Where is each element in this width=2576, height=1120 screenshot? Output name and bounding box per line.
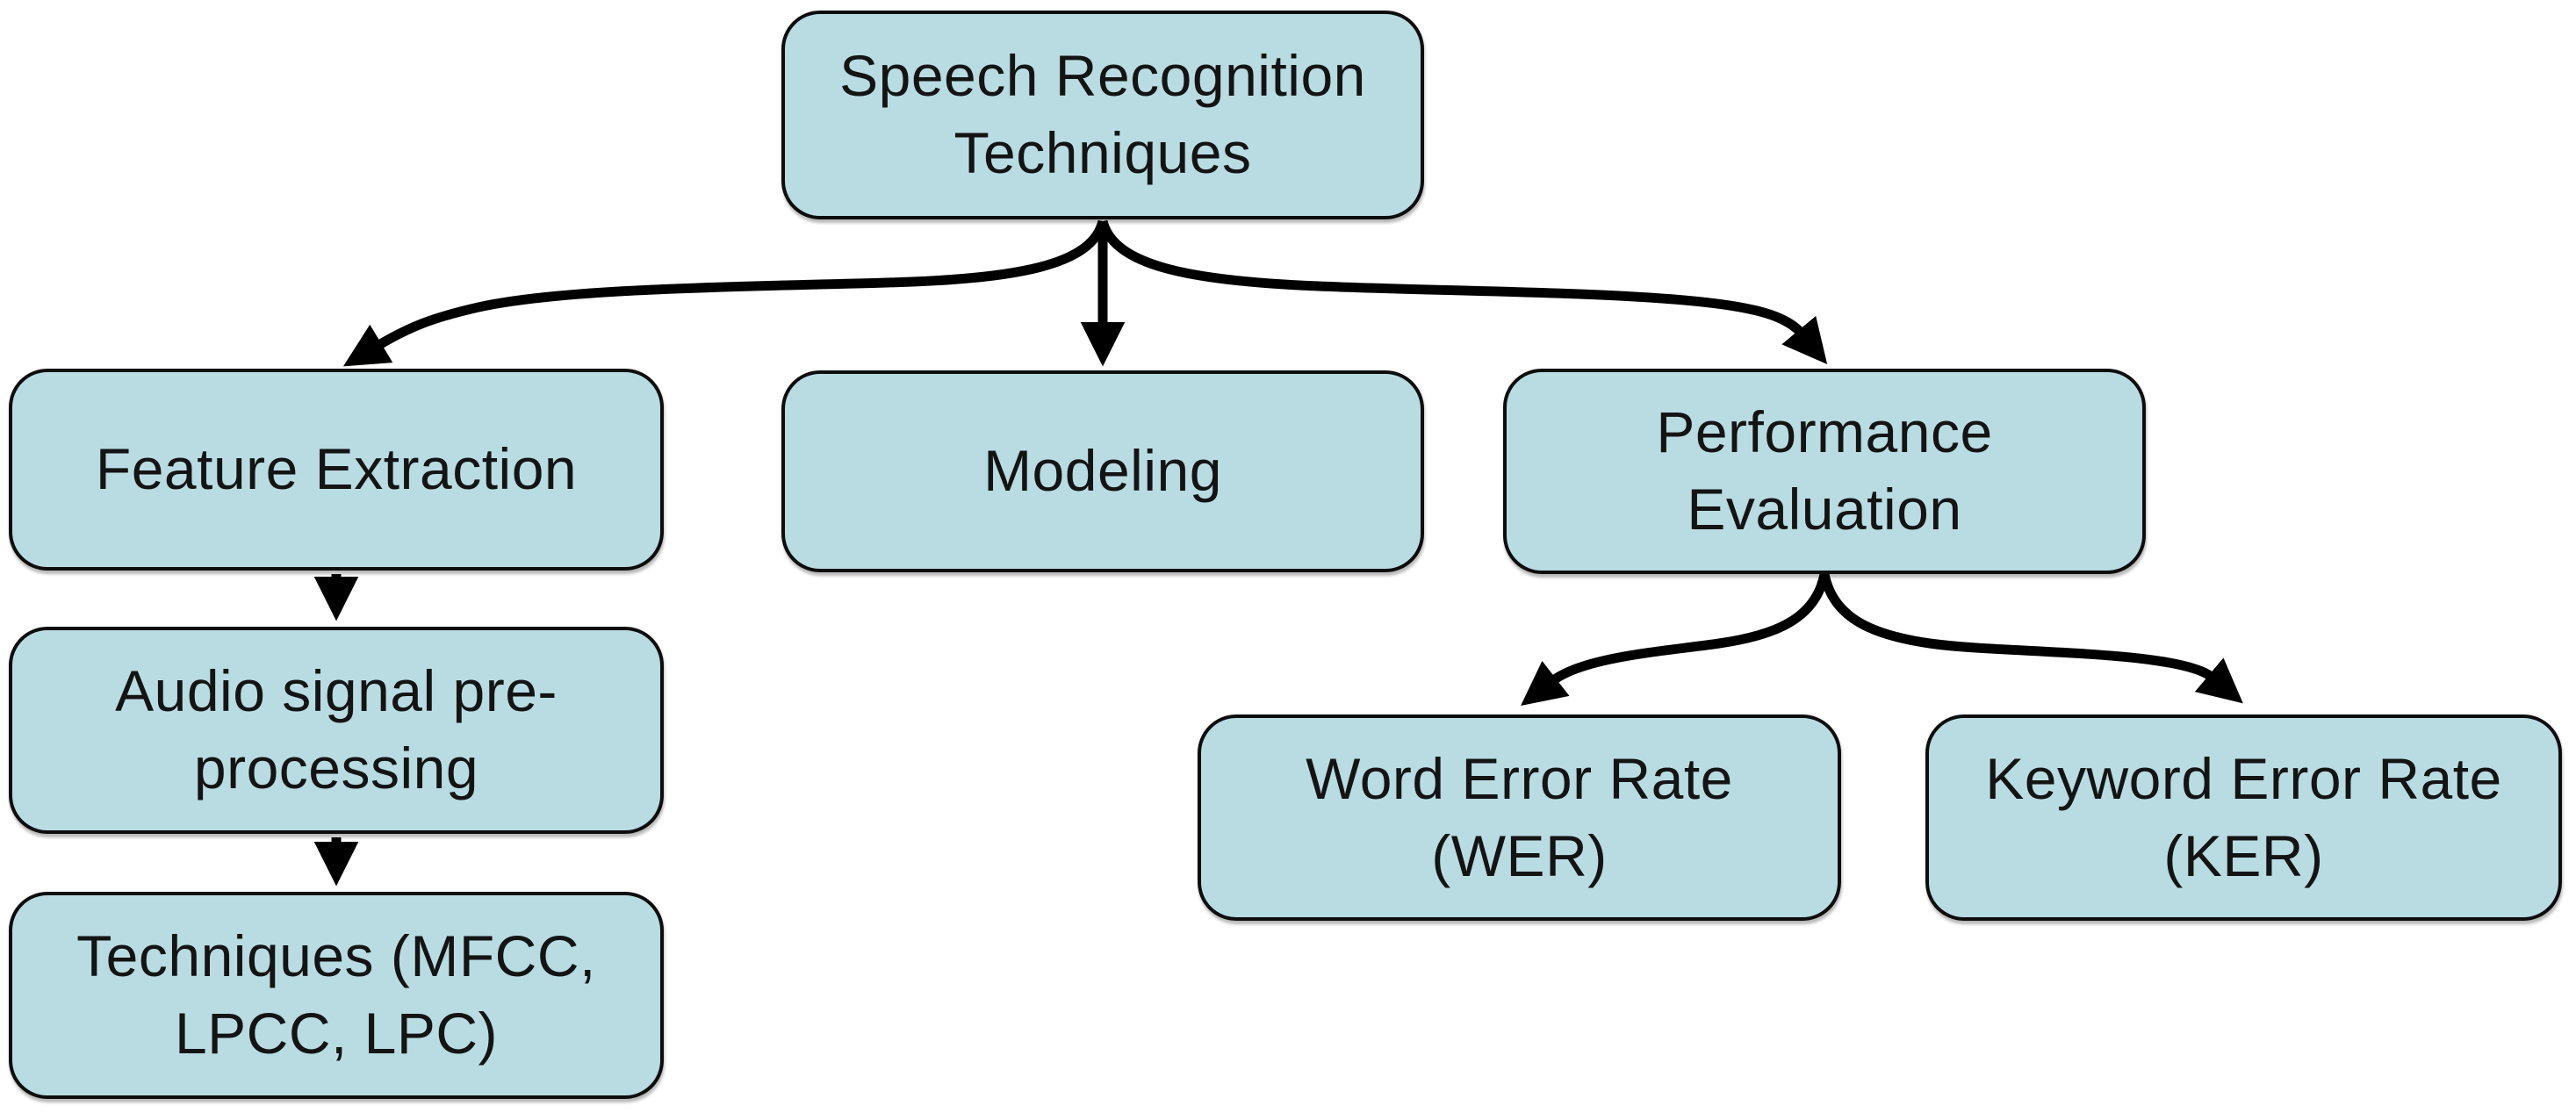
node-keyword-error-rate-label: Keyword Error Rate (KER) bbox=[1985, 745, 2502, 888]
node-techniques-mfcc-lpcc-lpc: Techniques (MFCC, LPCC, LPC) bbox=[9, 892, 664, 1099]
arrow-root-to-feature-extraction bbox=[342, 219, 1108, 367]
node-audio-signal-preprocessing: Audio signal pre- processing bbox=[9, 627, 664, 834]
node-keyword-error-rate: Keyword Error Rate (KER) bbox=[1925, 714, 2562, 921]
node-word-error-rate: Word Error Rate (WER) bbox=[1198, 714, 1841, 921]
node-speech-recognition-techniques: Speech Recognition Techniques bbox=[781, 11, 1424, 219]
node-feature-extraction: Feature Extraction bbox=[9, 369, 664, 571]
node-speech-recognition-techniques-label: Speech Recognition Techniques bbox=[839, 43, 1366, 185]
node-feature-extraction-label: Feature Extraction bbox=[95, 436, 578, 502]
node-modeling-label: Modeling bbox=[983, 438, 1222, 504]
node-modeling: Modeling bbox=[781, 370, 1424, 572]
node-performance-evaluation: Performance Evaluation bbox=[1503, 369, 2146, 574]
node-audio-signal-preprocessing-label: Audio signal pre- processing bbox=[115, 658, 558, 801]
arrow-performance-evaluation-to-ker bbox=[1819, 572, 2243, 704]
arrow-root-to-performance-evaluation bbox=[1097, 219, 1828, 364]
node-techniques-mfcc-lpcc-lpc-label: Techniques (MFCC, LPCC, LPC) bbox=[76, 923, 596, 1066]
node-word-error-rate-label: Word Error Rate (WER) bbox=[1306, 745, 1733, 888]
node-performance-evaluation-label: Performance Evaluation bbox=[1656, 399, 1993, 542]
arrow-performance-evaluation-to-wer bbox=[1521, 572, 1830, 706]
